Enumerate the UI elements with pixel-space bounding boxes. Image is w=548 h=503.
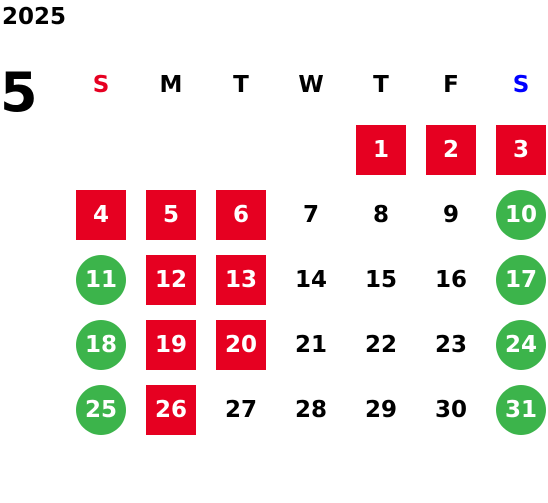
day-cell: 28 [294,397,327,423]
weekday-header: W [298,72,324,98]
month-number: 5 [0,61,38,124]
day-cell: 10 [496,190,546,240]
day-cell: 27 [224,397,257,423]
day-cell: 26 [146,385,196,435]
day-cell: 31 [496,385,546,435]
day-cell: 9 [442,202,459,228]
weekday-header: S [92,72,110,98]
weekday-header: M [159,72,183,98]
day-cell: 1 [356,125,406,175]
day-cell: 24 [496,320,546,370]
day-cell: 20 [216,320,266,370]
weekday-header: F [443,72,459,98]
day-cell: 6 [216,190,266,240]
day-cell: 29 [364,397,397,423]
weekday-header: S [512,72,530,98]
day-cell: 4 [76,190,126,240]
day-cell: 16 [434,267,467,293]
day-cell: 7 [302,202,319,228]
day-cell: 19 [146,320,196,370]
day-cell: 21 [294,332,327,358]
year-label: 2025 [2,4,67,30]
day-cell: 23 [434,332,467,358]
day-cell: 5 [146,190,196,240]
day-cell: 18 [76,320,126,370]
weekday-header: T [233,72,249,98]
day-cell: 3 [496,125,546,175]
day-cell: 15 [364,267,397,293]
day-cell: 30 [434,397,467,423]
day-cell: 22 [364,332,397,358]
day-cell: 17 [496,255,546,305]
day-cell: 8 [372,202,389,228]
day-cell: 2 [426,125,476,175]
day-cell: 11 [76,255,126,305]
day-cell: 12 [146,255,196,305]
day-cell: 14 [294,267,327,293]
day-cell: 25 [76,385,126,435]
weekday-header: T [373,72,389,98]
day-cell: 13 [216,255,266,305]
